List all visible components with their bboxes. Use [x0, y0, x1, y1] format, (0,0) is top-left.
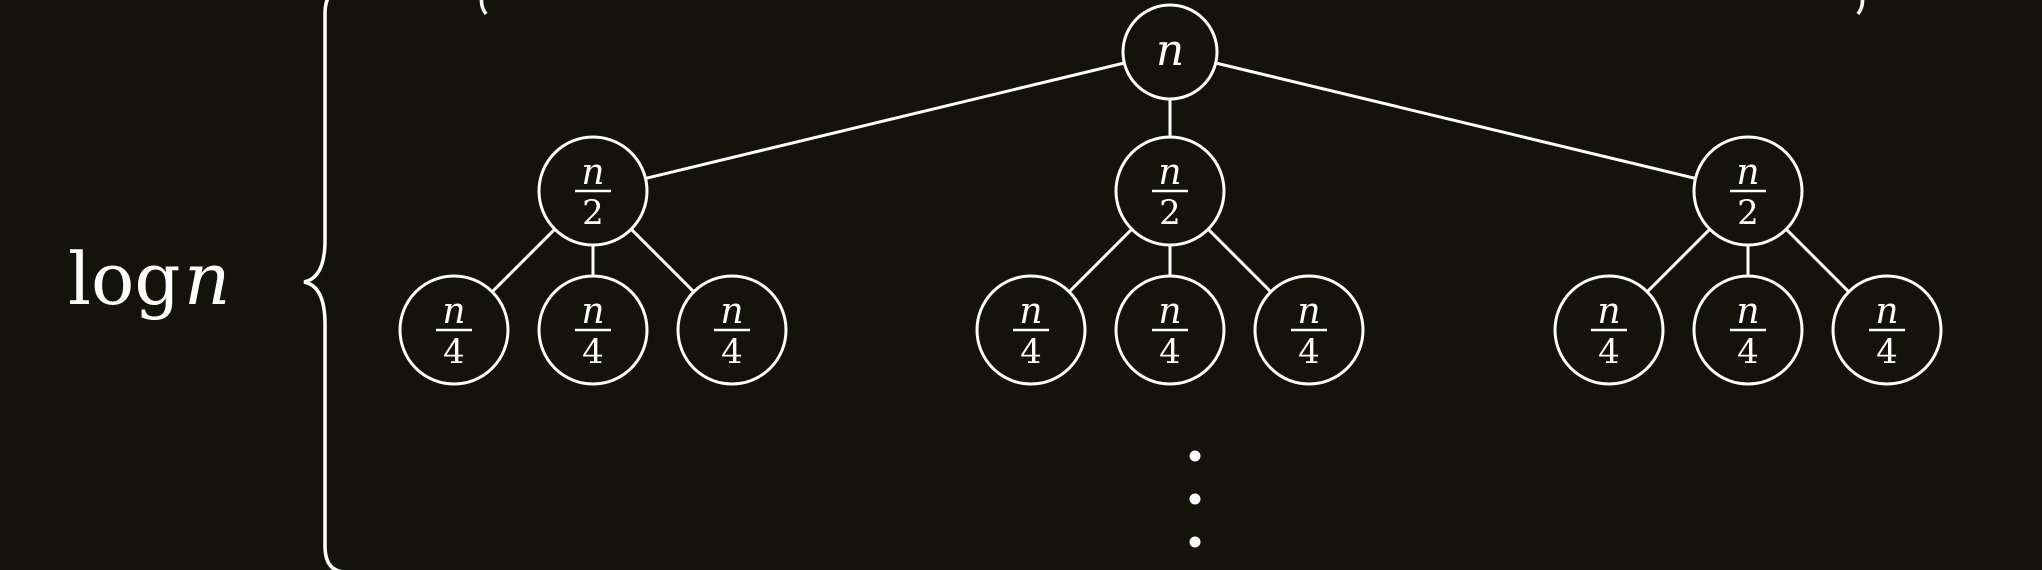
fraction-numerator: n — [581, 152, 604, 193]
fraction-numerator: n — [1019, 291, 1042, 332]
fraction-denominator: 4 — [443, 332, 465, 372]
vertical-ellipsis — [1189, 450, 1201, 548]
ellipsis-dot — [1189, 493, 1201, 505]
clipped-formula-fragments — [479, 0, 1865, 16]
fraction-denominator: 4 — [1020, 332, 1042, 372]
depth-brace — [303, 0, 344, 570]
fraction-denominator: 2 — [1159, 193, 1181, 233]
fraction-numerator: n — [1297, 291, 1320, 332]
tree-node-level2: n4 — [676, 274, 788, 386]
tree-edge — [630, 228, 695, 293]
tree-edge — [1215, 61, 1696, 180]
tree-node-level2: n4 — [537, 274, 649, 386]
fraction-denominator: 4 — [721, 332, 743, 372]
fraction-numerator: n — [442, 291, 465, 332]
tree-node-level2: n4 — [398, 274, 510, 386]
tree-node-level2: n4 — [1253, 274, 1365, 386]
ellipsis-dot — [1189, 450, 1201, 462]
fraction-denominator: 2 — [582, 193, 604, 233]
ellipsis-dot — [1189, 536, 1201, 548]
tree-edge — [1068, 228, 1133, 293]
tree-node-level1: n2 — [1114, 135, 1226, 247]
fraction-numerator: n — [1158, 152, 1181, 193]
fraction-denominator: 4 — [1159, 332, 1181, 372]
tree-node-level2: n4 — [1114, 274, 1226, 386]
fraction-numerator: n — [1736, 152, 1759, 193]
tree-edges — [491, 61, 1850, 293]
fraction-numerator: n — [1597, 291, 1620, 332]
node-label: n — [1156, 25, 1184, 76]
node-circle — [1121, 3, 1219, 101]
fraction-denominator: 4 — [1598, 332, 1620, 372]
tree-node-root: n — [1121, 3, 1219, 101]
tree-edge — [645, 61, 1125, 180]
fraction-numerator: n — [720, 291, 743, 332]
fraction-numerator: n — [1158, 291, 1181, 332]
tree-node-level2: n4 — [975, 274, 1087, 386]
fraction-numerator: n — [581, 291, 604, 332]
fraction-denominator: 4 — [1298, 332, 1320, 372]
fraction-numerator: n — [1736, 291, 1759, 332]
fraction-numerator: n — [1875, 291, 1898, 332]
fraction-denominator: 4 — [1876, 332, 1898, 372]
fraction-denominator: 2 — [1737, 193, 1759, 233]
tree-edge — [1207, 228, 1272, 293]
brace-label: log n — [68, 237, 230, 321]
tree-node-level2: n4 — [1553, 274, 1665, 386]
tree-node-level2: n4 — [1692, 274, 1804, 386]
tree-node-level2: n4 — [1831, 274, 1943, 386]
brace-label-fn: log — [68, 237, 180, 321]
tree-edge — [491, 228, 556, 293]
tree-edge — [1646, 228, 1711, 293]
tree-node-level1: n2 — [537, 135, 649, 247]
tree-node-level1: n2 — [1692, 135, 1804, 247]
fraction-denominator: 4 — [1737, 332, 1759, 372]
tree-edge — [1785, 228, 1850, 293]
fraction-denominator: 4 — [582, 332, 604, 372]
brace-label-var: n — [184, 237, 230, 321]
